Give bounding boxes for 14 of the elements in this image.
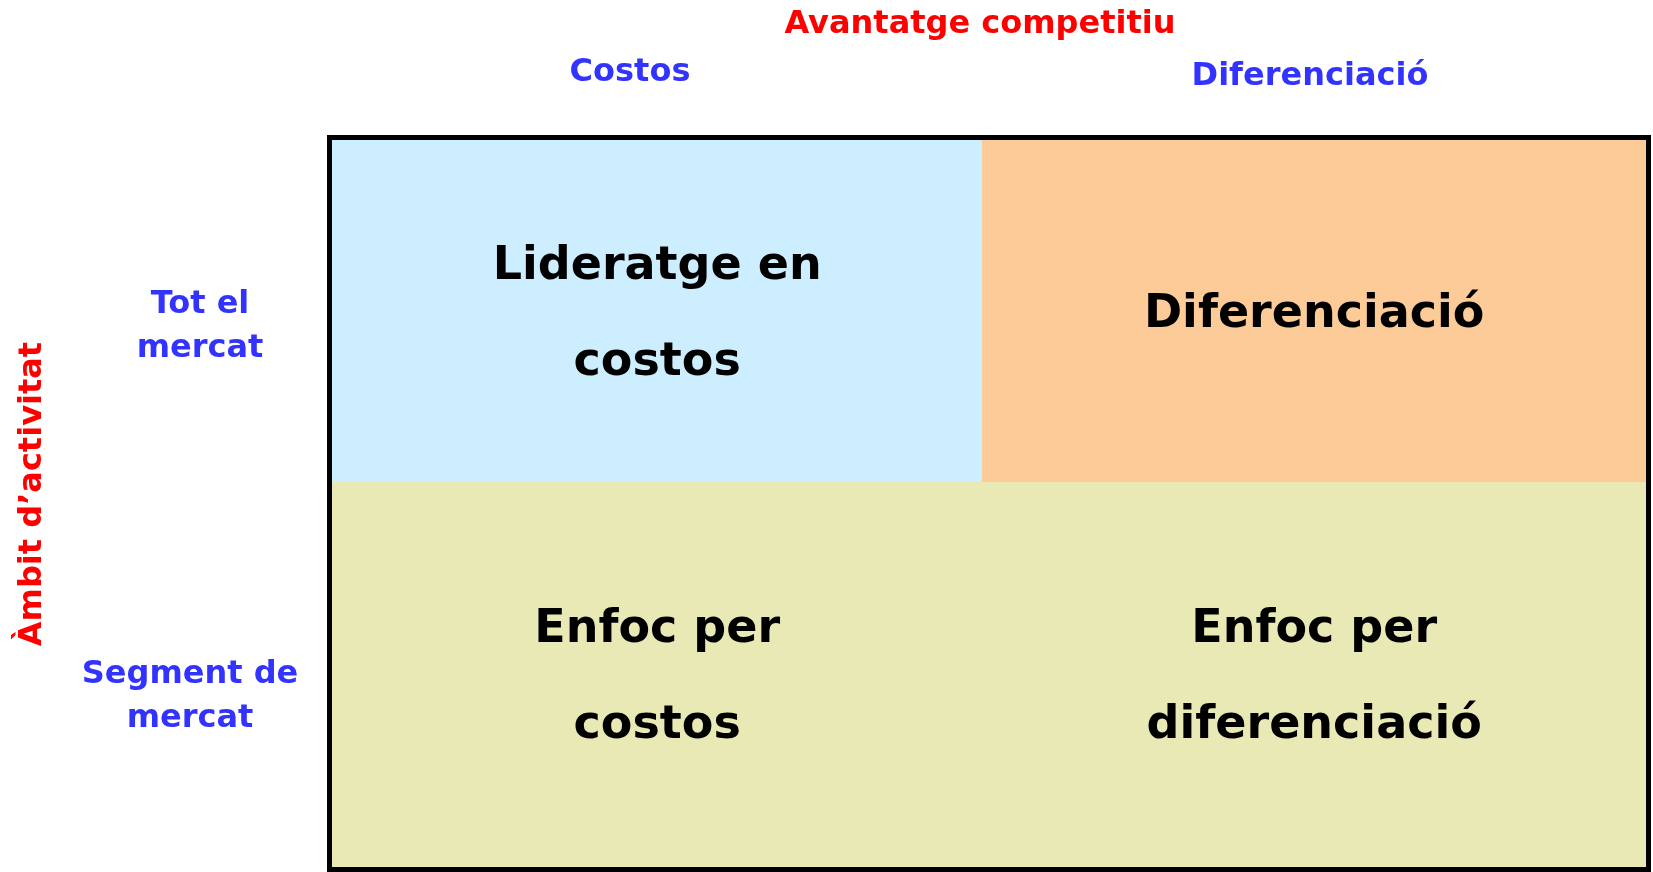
axis-title: Avantatge competitiu <box>783 2 1177 43</box>
quadrant-cell <box>332 481 983 867</box>
quadrant-cell <box>982 140 1646 482</box>
column-heading: Costos <box>568 50 692 91</box>
quadrant-cell <box>982 481 1646 867</box>
row-heading: Tot el mercat <box>135 282 265 367</box>
quadrant-cell <box>332 140 983 482</box>
column-heading: Diferenciació <box>1190 54 1430 95</box>
cell-text: Lideratge en costos <box>491 234 823 388</box>
cell-text: Enfoc per diferenciació <box>1145 598 1483 752</box>
row-heading: Segment de mercat <box>80 652 300 737</box>
cell-text: Diferenciació <box>1143 282 1485 340</box>
axis-title: Àmbit d’activitat <box>10 340 50 649</box>
cell-text: Enfoc per costos <box>533 598 782 752</box>
